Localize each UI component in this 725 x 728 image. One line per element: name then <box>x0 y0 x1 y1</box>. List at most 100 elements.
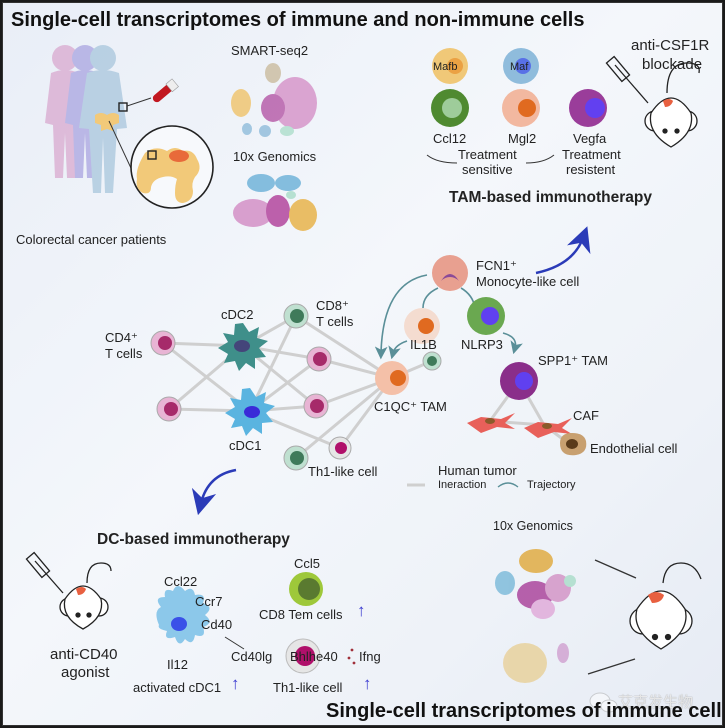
label-nlrp3: NLRP3 <box>461 337 503 352</box>
mouse-link-line <box>587 658 636 675</box>
watermark-text: 艾克发生物 <box>618 694 694 711</box>
label-monocyte-like: Monocyte-like cell <box>476 274 580 289</box>
mouse-icon-cd40 <box>25 551 112 630</box>
bracket-right <box>525 154 555 164</box>
blood-tube-icon <box>152 78 179 103</box>
label-caf: CAF <box>573 408 599 423</box>
tsne-10x-bottom <box>495 549 576 683</box>
label-anti-cd40: anti-CD40 <box>50 646 118 663</box>
cell-small-cd8 <box>422 351 442 371</box>
tsne-smart-seq2 <box>231 63 317 137</box>
cell-activated-cdc1 <box>156 586 210 644</box>
colon-icon <box>95 113 119 131</box>
label-th1-like: Th1-like cell <box>308 464 378 479</box>
label-ccl5: Ccl5 <box>294 556 321 571</box>
tsne-10x-top <box>233 174 317 231</box>
label-endothelial: Endothelial cell <box>590 441 678 456</box>
legend-interaction-label: Ineraction <box>438 479 487 491</box>
cell-cd8-tem <box>289 572 323 606</box>
title-top: Single-cell transcriptomes of immune and… <box>11 9 585 31</box>
arrow-to-tam-therapy <box>535 226 591 275</box>
mouse-link-line <box>594 559 637 579</box>
label-mafb: Mafb <box>433 61 458 73</box>
label-fcn1: FCN1⁺ <box>476 258 517 273</box>
tam-cell-vegfa <box>569 89 607 127</box>
cell-caf-1 <box>467 413 515 433</box>
cell-cdc2 <box>218 323 268 371</box>
label-cd8-tem: CD8 Tem cells <box>259 607 343 622</box>
cell-cd4-t-1 <box>150 330 176 356</box>
label-cd4-2: T cells <box>105 346 143 361</box>
cd40-link <box>224 636 245 650</box>
label-treatment-sensitive-2: sensitive <box>462 162 513 177</box>
legend-trajectory-line <box>497 482 519 488</box>
label-cd4-1: CD4⁺ <box>105 330 138 345</box>
up-arrow-icon: ↑ <box>231 674 240 693</box>
up-arrow-icon: ↑ <box>357 601 366 620</box>
mouse-icon-10x <box>629 562 702 650</box>
label-agonist: agonist <box>61 664 110 681</box>
label-bhlhe40: Bhlhe40 <box>290 649 338 664</box>
tam-cell-maf <box>503 48 539 84</box>
label-blockade: blockade <box>642 56 703 73</box>
up-arrow-icon: ↑ <box>363 674 372 693</box>
label-ccr7: Ccr7 <box>195 594 223 609</box>
tumor-sample-box <box>147 150 157 160</box>
mouse-icon-csf1r <box>605 55 700 148</box>
cell-c1qc-tam <box>375 361 409 395</box>
label-il12: Il12 <box>167 657 188 672</box>
cell-nlrp3 <box>467 297 505 335</box>
label-maf: Maf <box>510 61 529 73</box>
label-10x-genomics-top: 10x Genomics <box>233 149 317 164</box>
cell-cd4-t-2 <box>156 396 182 422</box>
title-bottom: Single-cell transcriptomes of immune cel… <box>326 700 723 722</box>
label-mgl2: Mgl2 <box>508 131 537 146</box>
label-th1-bottom: Th1-like cell <box>273 680 343 695</box>
label-c1qc-tam: C1QC⁺ TAM <box>374 399 447 414</box>
legend-trajectory-label: Trajectory <box>527 479 576 491</box>
cell-endothelial <box>560 433 587 456</box>
label-10x-genomics-bottom: 10x Genomics <box>493 519 573 533</box>
label-il1b: IL1B <box>410 337 437 352</box>
label-cdc1: cDC1 <box>229 438 262 453</box>
label-ccl12: Ccl12 <box>433 131 467 146</box>
label-activated-cdc1: activated cDC1 <box>133 680 222 695</box>
cell-t-3 <box>306 346 332 372</box>
tam-cell-ccl12 <box>431 89 469 127</box>
cell-cd8-t <box>283 303 309 329</box>
label-cd40lg: Cd40lg <box>231 649 273 664</box>
cell-caf-2 <box>524 418 572 438</box>
cell-il1b <box>404 308 440 344</box>
patient-silhouettes <box>45 45 127 193</box>
diagram-canvas <box>25 45 702 713</box>
label-treatment-resistant-2: resistent <box>566 162 616 177</box>
cell-t-4 <box>303 393 329 419</box>
ifng-dots <box>347 648 356 665</box>
cell-cdc1 <box>225 388 275 436</box>
label-spp1-tam: SPP1⁺ TAM <box>538 353 608 368</box>
label-ccl22: Ccl22 <box>164 574 198 589</box>
cell-th1-bottom <box>285 638 321 674</box>
bracket-left <box>426 154 458 164</box>
tam-cell-mgl2 <box>502 89 540 127</box>
label-vegfa: Vegfa <box>573 131 607 146</box>
label-cd40: Cd40 <box>201 617 233 632</box>
tumor-icon <box>169 150 189 162</box>
label-smart-seq2: SMART-seq2 <box>231 43 309 58</box>
colon-detail-icon <box>136 148 200 203</box>
cell-fcn1-monocyte <box>432 255 468 291</box>
label-treatment-sensitive-1: Treatment <box>458 147 517 162</box>
cell-spp1-tam <box>500 362 538 400</box>
label-colorectal-patients: Colorectal cancer patients <box>16 232 167 247</box>
wechat-logo-icon <box>589 692 618 713</box>
tam-cell-mafb <box>432 48 468 84</box>
cell-cd8-t-2 <box>283 445 309 471</box>
label-treatment-resistant-1: Treatment <box>562 147 621 162</box>
legend-title: Human tumor <box>438 463 517 478</box>
label-anti-csf1r: anti-CSF1R <box>631 37 710 54</box>
label-cdc2: cDC2 <box>221 307 254 322</box>
title-dc-therapy: DC-based immunotherapy <box>97 531 290 548</box>
label-cd8-2: T cells <box>316 314 354 329</box>
label-cd8-1: CD8⁺ <box>316 298 349 313</box>
